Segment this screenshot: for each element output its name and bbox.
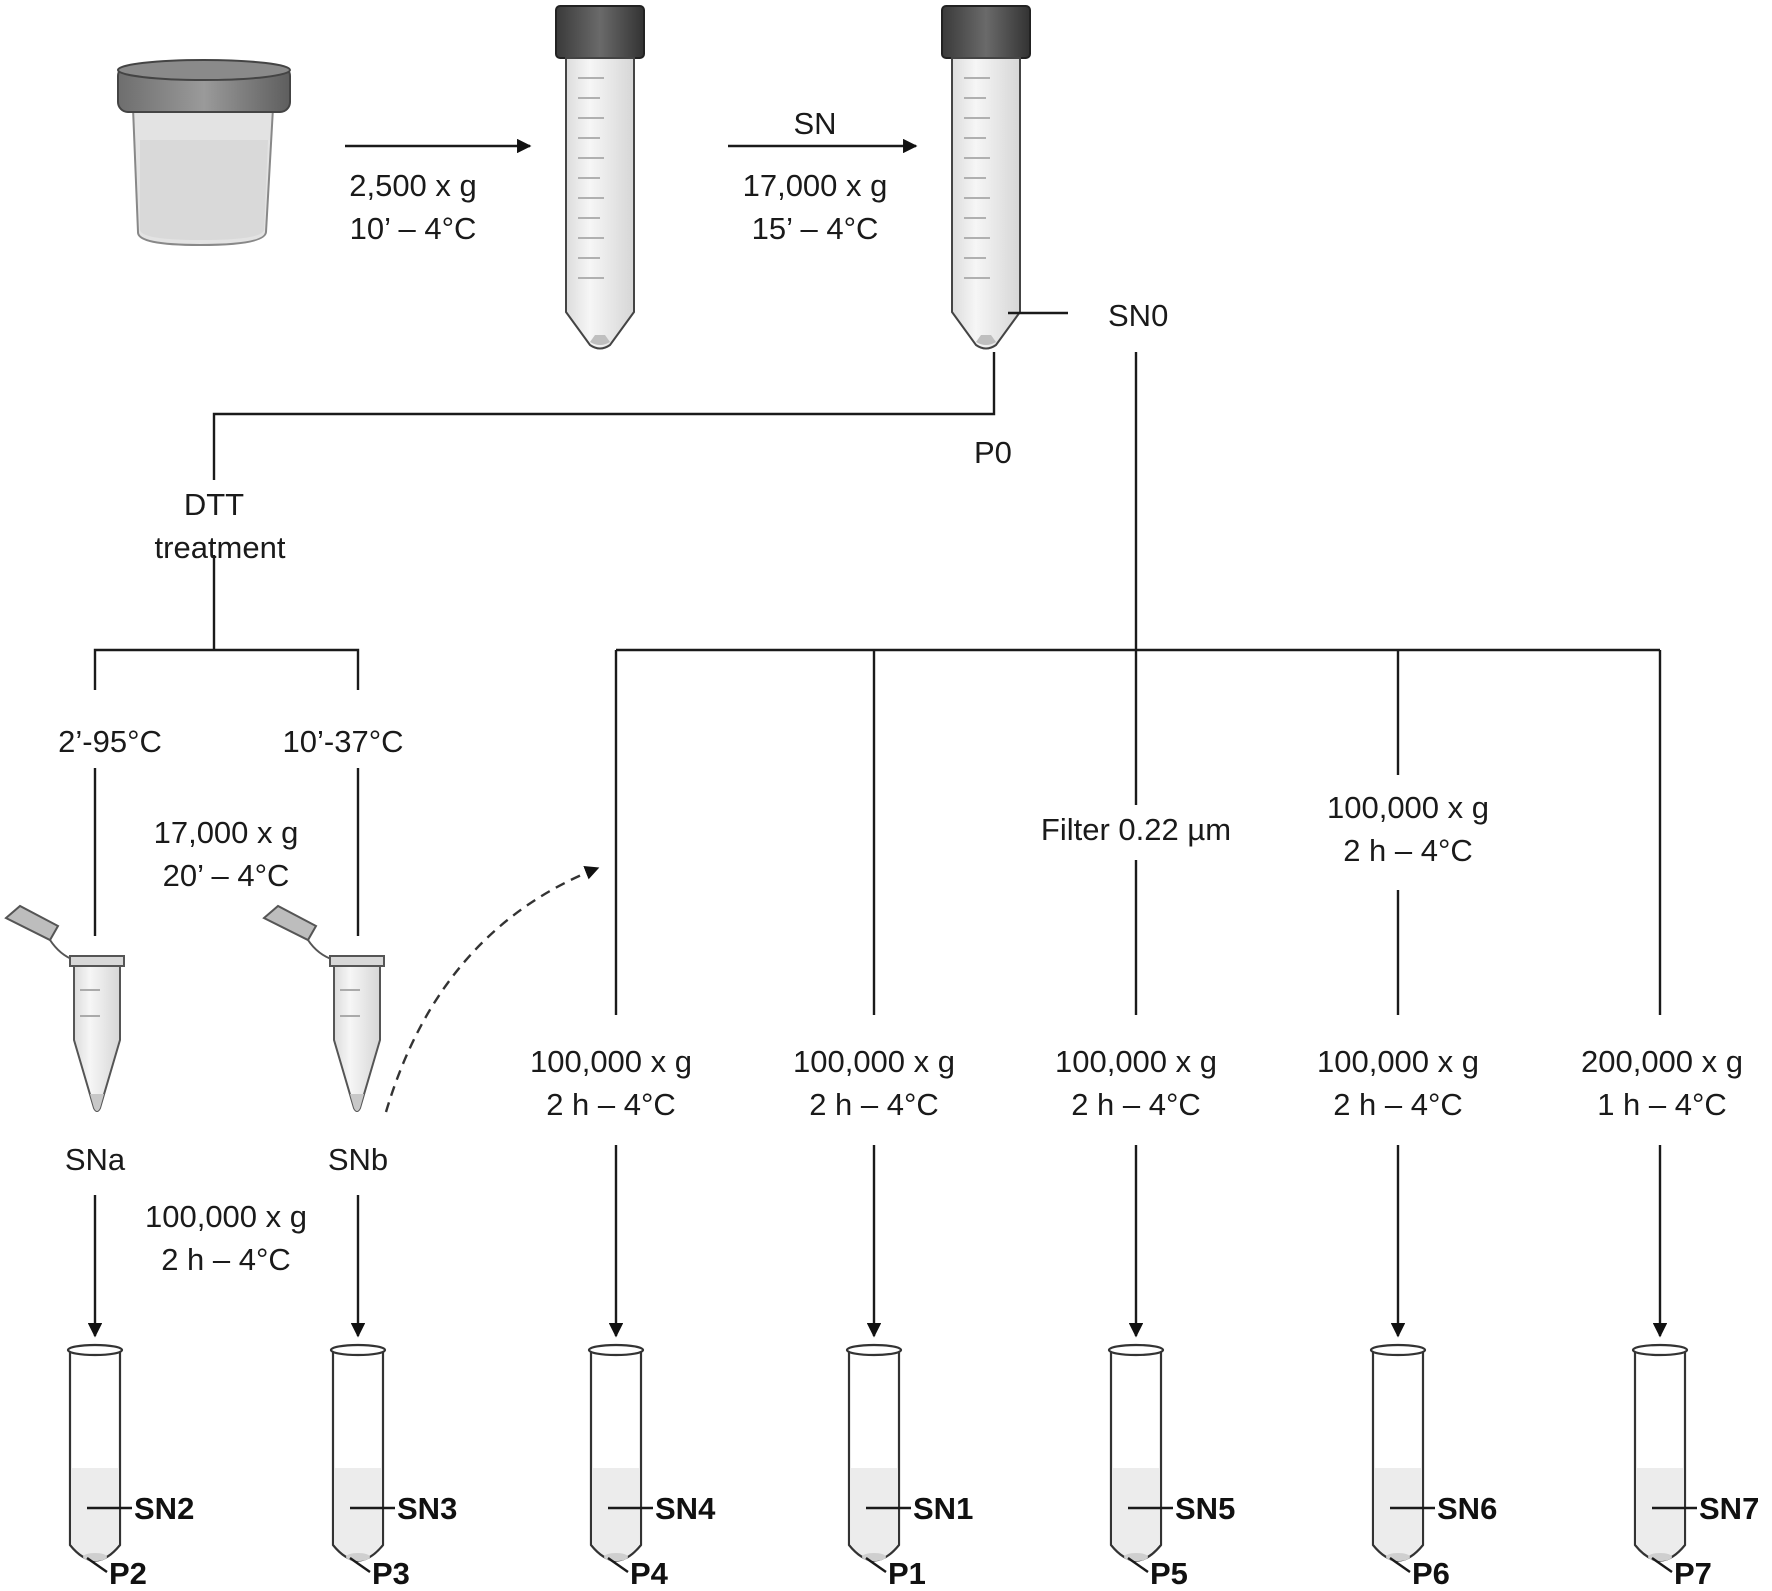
heat-b-label: 10’-37°C [283, 724, 404, 759]
branch-speed-label: 100,000 x g [1055, 1044, 1217, 1079]
tube-rim [1107, 1343, 1165, 1357]
pellet [1124, 1553, 1148, 1561]
branch-time-label: 2 h – 4°C [1071, 1087, 1201, 1122]
supernatant-fraction-label: SN2 [134, 1491, 194, 1526]
branch-speed-label: 100,000 x g [793, 1044, 955, 1079]
branch-time-label: 2 h – 4°C [809, 1087, 939, 1122]
pellet-fraction-label: P5 [1150, 1556, 1188, 1591]
supernatant-fraction-label: SN6 [1437, 1491, 1497, 1526]
filter-label: Filter 0.22 µm [1041, 812, 1231, 847]
pellet [604, 1553, 628, 1561]
down-arrows [87, 1145, 1668, 1338]
tube-rim [845, 1343, 903, 1357]
tube-liquid [335, 1468, 381, 1560]
conical-tube-icon [555, 5, 645, 350]
step2-speed: 17,000 x g [743, 168, 888, 203]
sn0-label: SN0 [1108, 298, 1168, 333]
step1-time: 10’ – 4°C [350, 211, 477, 246]
dtt-spin-time: 20’ – 4°C [163, 858, 290, 893]
pellet-fraction-label: P4 [630, 1556, 669, 1591]
tube-rim [587, 1343, 645, 1357]
treatment-label: treatment [155, 530, 286, 565]
pellet-fraction-label: P2 [109, 1556, 147, 1591]
leader-line [349, 1557, 371, 1573]
branch-speed-label: 100,000 x g [530, 1044, 692, 1079]
supernatant-fraction-label: SN1 [913, 1491, 973, 1526]
sample-container-icon [117, 59, 291, 247]
leader-line [1651, 1557, 1673, 1573]
tube-liquid [593, 1468, 639, 1560]
pellet-fraction-label: P3 [372, 1556, 410, 1591]
tube-rim [329, 1343, 387, 1357]
pellet-fraction-label: P1 [888, 1556, 926, 1591]
sna-label: SNa [65, 1142, 126, 1177]
pellet [1648, 1553, 1672, 1561]
pellet [1386, 1553, 1410, 1561]
tube-liquid [851, 1468, 897, 1560]
branch-time-label: 2 h – 4°C [1333, 1087, 1463, 1122]
branch-labels: 100,000 x g 2 h – 4°C 100,000 x g 2 h – 4°C… [530, 1044, 1743, 1122]
dtt-label: DTT [184, 487, 244, 522]
pellet [83, 1553, 107, 1561]
leader-line [1389, 1557, 1411, 1573]
microtube-icon [262, 904, 385, 1112]
microtube-icon [4, 904, 125, 1112]
leader-line [1127, 1557, 1149, 1573]
pellet-fraction-label: P7 [1674, 1556, 1712, 1591]
pre-spin-speed: 100,000 x g [1327, 790, 1489, 825]
supernatant-fraction-label: SN3 [397, 1491, 457, 1526]
snb-label: SNb [328, 1142, 388, 1177]
heat-a-label: 2’-95°C [58, 724, 162, 759]
pellet [862, 1553, 886, 1561]
pre-spin-time: 2 h – 4°C [1343, 833, 1473, 868]
dashed-transfer-arrow [384, 866, 600, 1113]
supernatant-fraction-label: SN7 [1699, 1491, 1759, 1526]
leader-line [86, 1557, 108, 1573]
tube-liquid [1113, 1468, 1159, 1560]
tube-liquid [1637, 1468, 1683, 1560]
leader-line [607, 1557, 629, 1573]
branch-time-label: 1 h – 4°C [1597, 1087, 1727, 1122]
tube-liquid [1375, 1468, 1421, 1560]
flow-connectors [93, 352, 1662, 1015]
tube-rim [66, 1343, 124, 1357]
step1-speed: 2,500 x g [349, 168, 477, 203]
supernatant-fraction-label: SN4 [655, 1491, 716, 1526]
tube-rim [1369, 1343, 1427, 1357]
dtt-spin-speed: 17,000 x g [154, 815, 299, 850]
p0-label: P0 [974, 435, 1012, 470]
pellet [346, 1553, 370, 1561]
conical-tube-icon [941, 5, 1031, 350]
step2-time: 15’ – 4°C [752, 211, 879, 246]
supernatant-fraction-label: SN5 [1175, 1491, 1235, 1526]
tube-liquid [72, 1468, 118, 1560]
pellet-fraction-label: P6 [1412, 1556, 1450, 1591]
dtt-uc-time: 2 h – 4°C [161, 1242, 291, 1277]
supernatant-label: SN [793, 106, 836, 141]
dtt-uc-speed: 100,000 x g [145, 1199, 307, 1234]
branch-speed-label: 100,000 x g [1317, 1044, 1479, 1079]
branch-speed-label: 200,000 x g [1581, 1044, 1743, 1079]
branch-time-label: 2 h – 4°C [546, 1087, 676, 1122]
leader-line [865, 1557, 887, 1573]
tube-rim [1631, 1343, 1689, 1357]
